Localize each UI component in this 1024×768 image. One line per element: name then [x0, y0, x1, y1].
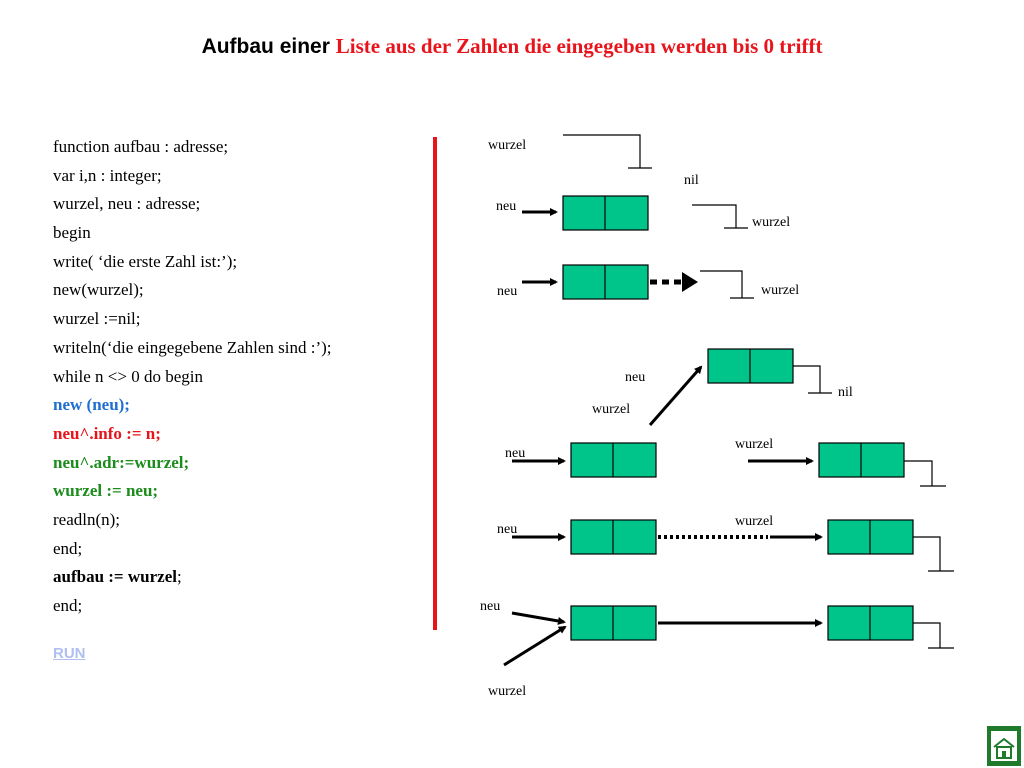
- code-line-8: writeln(‘die eingegebene Zahlen sind :’)…: [53, 337, 332, 357]
- title-part-2: Liste aus der Zahlen die eingegeben werd…: [335, 34, 823, 58]
- neu-3-arrow: [648, 365, 703, 426]
- code-line-4: begin: [53, 223, 91, 243]
- label-neu-6: neu: [480, 599, 500, 614]
- code-line-3: wurzel, neu : adresse;: [53, 194, 201, 214]
- wurzel-3-pointer: [700, 270, 743, 298]
- code-line-16-semicolon: ;: [176, 567, 182, 587]
- label-wurzel-3: wurzel: [761, 283, 799, 298]
- title-part-1: Aufbau einer: [201, 35, 336, 58]
- code-line-13: wurzel := neu;: [53, 481, 159, 501]
- label-wurzel-7: wurzel: [488, 684, 526, 699]
- code-line-5: write( ‘die erste Zahl ist:’);: [53, 251, 238, 271]
- wurzel-7-arrow: [503, 625, 567, 667]
- code-line-6: new(wurzel);: [53, 280, 144, 300]
- label-neu-5: neu: [497, 522, 517, 537]
- code-line-16: aufbau := wurzel;: [53, 563, 332, 592]
- code-line-16-bold: aufbau := wurzel: [53, 567, 177, 587]
- label-nil-2: nil: [838, 385, 853, 400]
- wurzel-2-pointer: [692, 204, 737, 228]
- node-5b-pointer: [913, 536, 941, 571]
- code-line-7: wurzel :=nil;: [53, 309, 141, 329]
- code-line-1: function aufbau : adresse;: [53, 137, 229, 156]
- label-wurzel-6: wurzel: [735, 514, 773, 529]
- wurzel-1-pointer: [563, 134, 641, 168]
- node-6b-pointer: [913, 622, 941, 648]
- home-button[interactable]: [987, 726, 1021, 766]
- code-listing: function aufbau : adresse; var i,n : int…: [53, 133, 332, 621]
- code-line-10: new (neu);: [53, 395, 130, 415]
- label-neu-2: neu: [497, 284, 517, 299]
- run-link[interactable]: RUN: [53, 645, 86, 662]
- node-4b-pointer: [904, 460, 933, 486]
- node-3-pointer: [793, 365, 821, 393]
- slide-title: Aufbau einer Liste aus der Zahlen die ei…: [0, 34, 1024, 59]
- code-line-15: end;: [53, 538, 83, 558]
- label-wurzel-5: wurzel: [735, 437, 773, 452]
- code-line-17: end;: [53, 596, 83, 615]
- code-line-11: neu^.info := n;: [53, 423, 161, 443]
- node-2-link-arrowhead: [682, 272, 698, 292]
- label-wurzel-1: wurzel: [488, 138, 526, 153]
- label-wurzel-2: wurzel: [752, 215, 790, 230]
- label-wurzel-4: wurzel: [592, 402, 630, 417]
- label-neu-1: neu: [496, 199, 516, 214]
- label-neu-4: neu: [505, 446, 525, 461]
- code-line-2: var i,n : integer;: [53, 165, 162, 185]
- home-icon: [991, 731, 1017, 761]
- code-line-12: neu^.adr:=wurzel;: [53, 452, 190, 472]
- label-neu-3: neu: [625, 370, 645, 385]
- neu-6-arrow: [511, 611, 566, 625]
- code-line-14: readln(n);: [53, 509, 121, 529]
- label-nil-1: nil: [684, 173, 699, 188]
- code-line-9: while n <> 0 do begin: [53, 366, 203, 386]
